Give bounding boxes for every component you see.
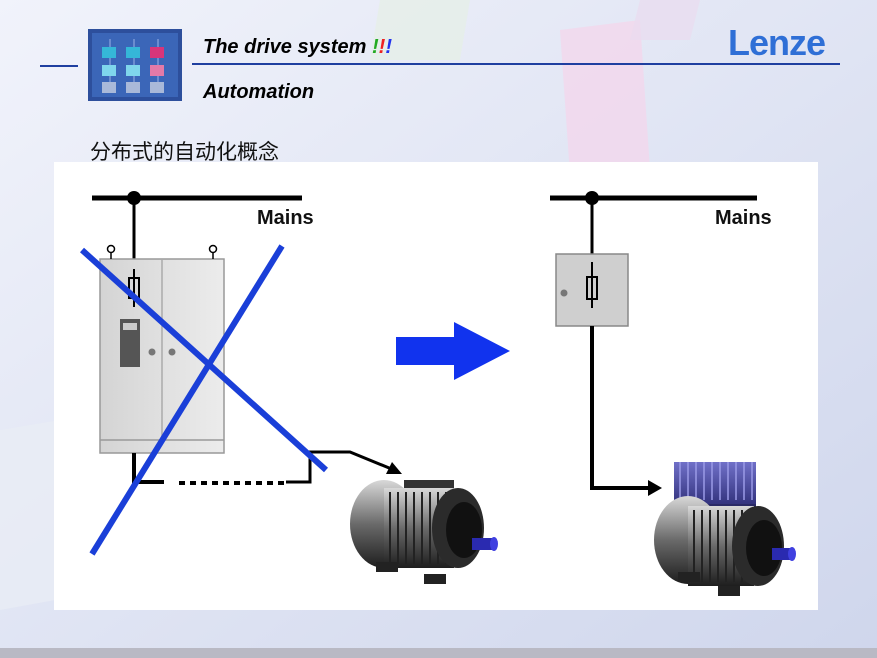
right-mains-bus xyxy=(550,191,757,254)
diagram-canvas: Mains xyxy=(79,191,796,596)
right-motor-cable xyxy=(590,326,662,496)
exclamation-1: ! xyxy=(371,36,379,58)
exclamation-3: ! xyxy=(385,36,392,58)
header-thumbnail xyxy=(88,29,182,101)
title-text: The drive system xyxy=(203,36,372,58)
mains-label-left-text: Mains xyxy=(257,207,314,229)
cross-out-icon xyxy=(79,244,329,556)
slide-heading: 分布式的自动化概念 xyxy=(90,140,279,164)
transition-arrow-icon xyxy=(396,322,510,380)
mains-label-right-text: Mains xyxy=(715,207,772,229)
exclamation-2: ! xyxy=(378,36,386,58)
distribution-box xyxy=(555,253,629,327)
slide-title: The drive system !!! xyxy=(203,36,392,59)
control-cabinet xyxy=(99,244,225,454)
right-motor-with-inverter-icon xyxy=(654,462,796,596)
left-motor-cable xyxy=(132,450,402,485)
diagram-panel: Mains xyxy=(54,162,818,610)
mains-label-right: Mains xyxy=(715,207,772,229)
left-motor-icon xyxy=(350,480,498,584)
slide-subtitle: Automation xyxy=(203,81,315,103)
left-mains-bus xyxy=(92,191,302,260)
mains-label-left: Mains xyxy=(257,207,314,229)
lenze-logo: Lenze xyxy=(728,22,826,63)
